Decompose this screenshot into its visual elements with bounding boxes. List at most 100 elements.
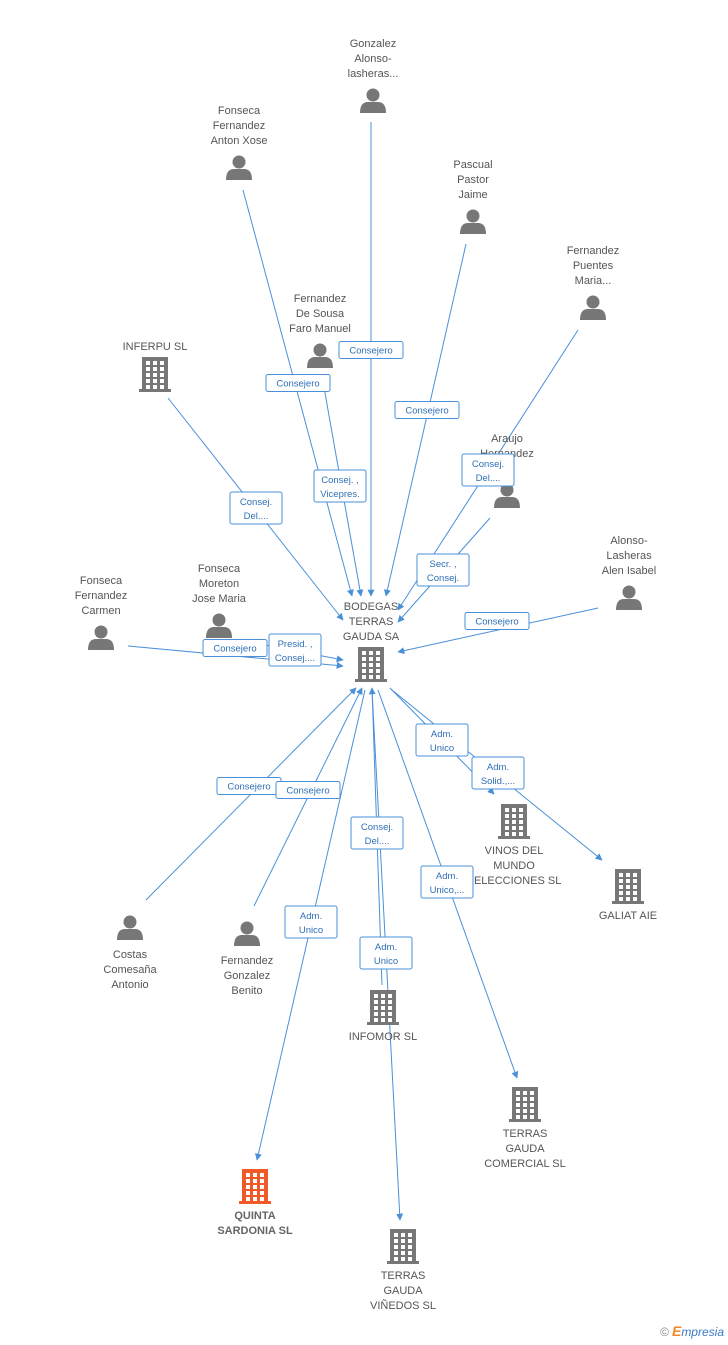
node-label: lasheras... [348, 68, 399, 80]
building-window [512, 832, 516, 836]
edge-label-text: Adm. [375, 942, 397, 953]
node-label: Alen Isabel [602, 565, 656, 577]
edge-label-fernandez_desousa-to-bodegas[interactable]: Consej. , Vicepres. [313, 469, 367, 503]
edge-label-text: Adm. [436, 871, 458, 882]
building-window [530, 1115, 534, 1119]
edge-label-alonso_lasheras-to-bodegas[interactable]: Consejero [464, 612, 530, 630]
node-gonzalez[interactable]: GonzalezAlonso-lasheras... [348, 38, 399, 113]
person-icon [360, 88, 386, 113]
edge-label-box [464, 612, 530, 630]
node-label: Jose Maria [192, 593, 247, 605]
building-window [381, 1018, 385, 1022]
edge-label-bodegas-to-quinta[interactable]: Adm.Unico [284, 905, 338, 939]
building-icon [367, 990, 399, 1025]
edge-label-gonzalez-to-bodegas[interactable]: Consejero [338, 341, 404, 359]
edge-label-fernandez_puentes-to-bodegas[interactable]: Consej.Del.... [461, 453, 515, 487]
edge-label-fonseca_moreton-to-bodegas[interactable]: Presid. ,Consej.... [268, 633, 322, 667]
person-body [494, 497, 520, 508]
node-label: VINOS DEL [485, 845, 544, 857]
edge-label-costas-to-bodegas[interactable]: Consejero [216, 777, 282, 795]
building-icon [387, 1229, 419, 1264]
building-window [369, 669, 373, 673]
building-window [619, 873, 623, 877]
node-infomor[interactable]: INFOMOR SL [349, 990, 417, 1043]
node-label: SELECCIONES SL [467, 875, 562, 887]
person-icon [580, 295, 606, 320]
node-label: Puentes [573, 260, 614, 272]
edge-label-text: Consej. , [321, 475, 359, 486]
node-label: Fernandez [294, 293, 347, 305]
person-body [307, 357, 333, 368]
edge-label-box [275, 781, 341, 799]
building-icon [139, 357, 171, 392]
edge-label-text: Unico [374, 956, 398, 967]
building-window [253, 1191, 257, 1195]
edge-label-text: Consejero [475, 617, 518, 628]
edge-label-inferpu-to-bodegas[interactable]: Consej.Del.... [229, 491, 283, 525]
edge-label-text: Vicepres. [320, 489, 359, 500]
node-label: INFERPU SL [123, 341, 188, 353]
edge-label-fonseca_anton-to-bodegas[interactable]: Consejero [265, 374, 331, 392]
node-galiat[interactable]: GALIAT AIE [599, 869, 657, 922]
brand-initial: E [671, 1323, 682, 1339]
edge-label-bodegas-to-terras_vinedos[interactable]: Adm. Unico [359, 936, 413, 970]
edge-pascual-to-bodegas [383, 243, 467, 597]
nodes-layer: GonzalezAlonso-lasheras...FonsecaFernand… [75, 38, 657, 1312]
building-window [374, 1018, 378, 1022]
building-base [139, 389, 171, 392]
node-fernandez_puentes[interactable]: FernandezPuentesMaria... [567, 245, 620, 320]
building-base [387, 1261, 419, 1264]
node-label: Fernandez [213, 120, 266, 132]
person-body [88, 639, 114, 650]
building-base [355, 679, 387, 682]
edge-label-bodegas-to-vinos[interactable]: Adm.Unico [415, 723, 469, 757]
person-head [366, 88, 380, 102]
building-window [401, 1233, 405, 1237]
node-label: Lasheras [606, 550, 652, 562]
edge-label-pascual-to-bodegas[interactable]: Consejero [394, 401, 460, 419]
edge-label-infomor-to-bodegas[interactable]: Consej.Del.... [350, 816, 404, 850]
building-icon [355, 647, 387, 682]
edge-label-bodegas-to-galiat[interactable]: Adm.Solid.,... [471, 756, 525, 790]
edge-label-fernandez_gonzalez-to-bodegas[interactable]: Consejero [275, 781, 341, 799]
building-window [246, 1185, 250, 1189]
node-label: INFOMOR SL [349, 1031, 417, 1043]
building-window [362, 657, 366, 661]
edge-label-araujo-to-bodegas[interactable]: Secr. ,Consej. [416, 553, 470, 587]
node-inferpu[interactable]: INFERPU SL [123, 341, 188, 392]
building-window [376, 657, 380, 661]
building-window [362, 663, 366, 667]
building-window [394, 1251, 398, 1255]
node-label: Gonzalez [350, 38, 396, 50]
building-window [376, 651, 380, 655]
node-label: Faro Manuel [289, 323, 351, 335]
edge-label-bodegas-to-terras_comercial[interactable]: Adm.Unico,... [420, 865, 474, 899]
node-label: Fonseca [218, 105, 261, 117]
brand-name: mpresia [681, 1325, 724, 1339]
building-window [408, 1251, 412, 1255]
empresia-brand[interactable]: ©Empresia [660, 1323, 724, 1339]
building-window [388, 994, 392, 998]
node-label: Fernandez [567, 245, 620, 257]
person-body [360, 102, 386, 113]
building-window [376, 669, 380, 673]
building-window [401, 1239, 405, 1243]
building-window [401, 1257, 405, 1261]
building-window [376, 663, 380, 667]
building-window [516, 1091, 520, 1095]
building-window [394, 1257, 398, 1261]
edge-label-fonseca_carmen-to-bodegas[interactable]: Consejero [202, 639, 268, 657]
